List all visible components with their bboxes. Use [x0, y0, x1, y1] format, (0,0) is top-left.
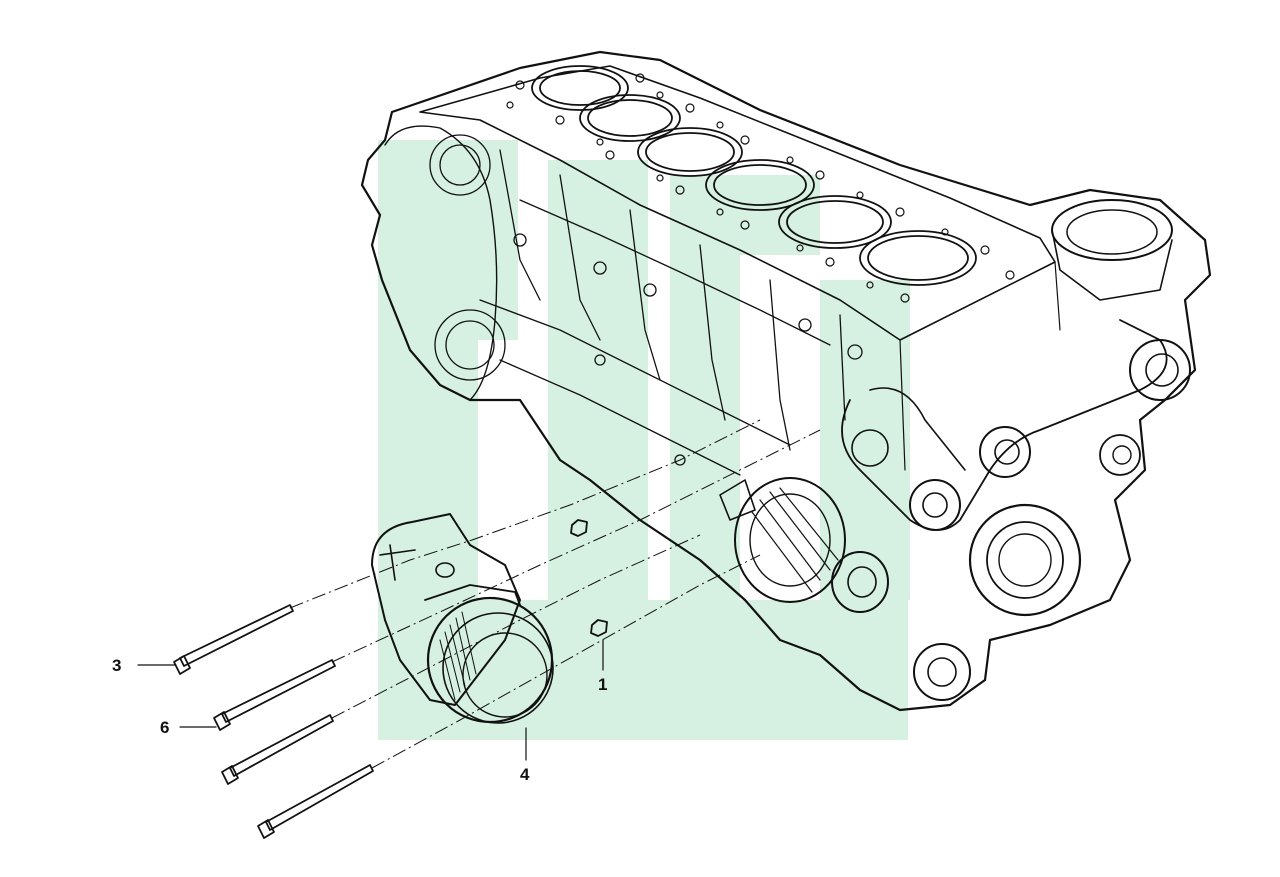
callout-labels: 3 6 1 4 [112, 656, 607, 784]
leader-lines [137, 639, 604, 761]
callout-3: 3 [112, 656, 121, 675]
front-accessories [719, 199, 1191, 701]
callout-6: 6 [160, 718, 169, 737]
dowel-sleeves [570, 519, 608, 637]
callout-4: 4 [520, 765, 530, 784]
engine-block [360, 50, 1212, 712]
assembly-centerlines [289, 419, 821, 769]
cylinder-bores [531, 65, 977, 286]
head-bolt-holes [506, 73, 1015, 303]
watermark-logo [378, 140, 910, 740]
pump-assembly [371, 513, 554, 724]
mounting-bolts [173, 604, 374, 839]
callout-1: 1 [598, 675, 607, 694]
crankcase-ribs [429, 134, 863, 476]
